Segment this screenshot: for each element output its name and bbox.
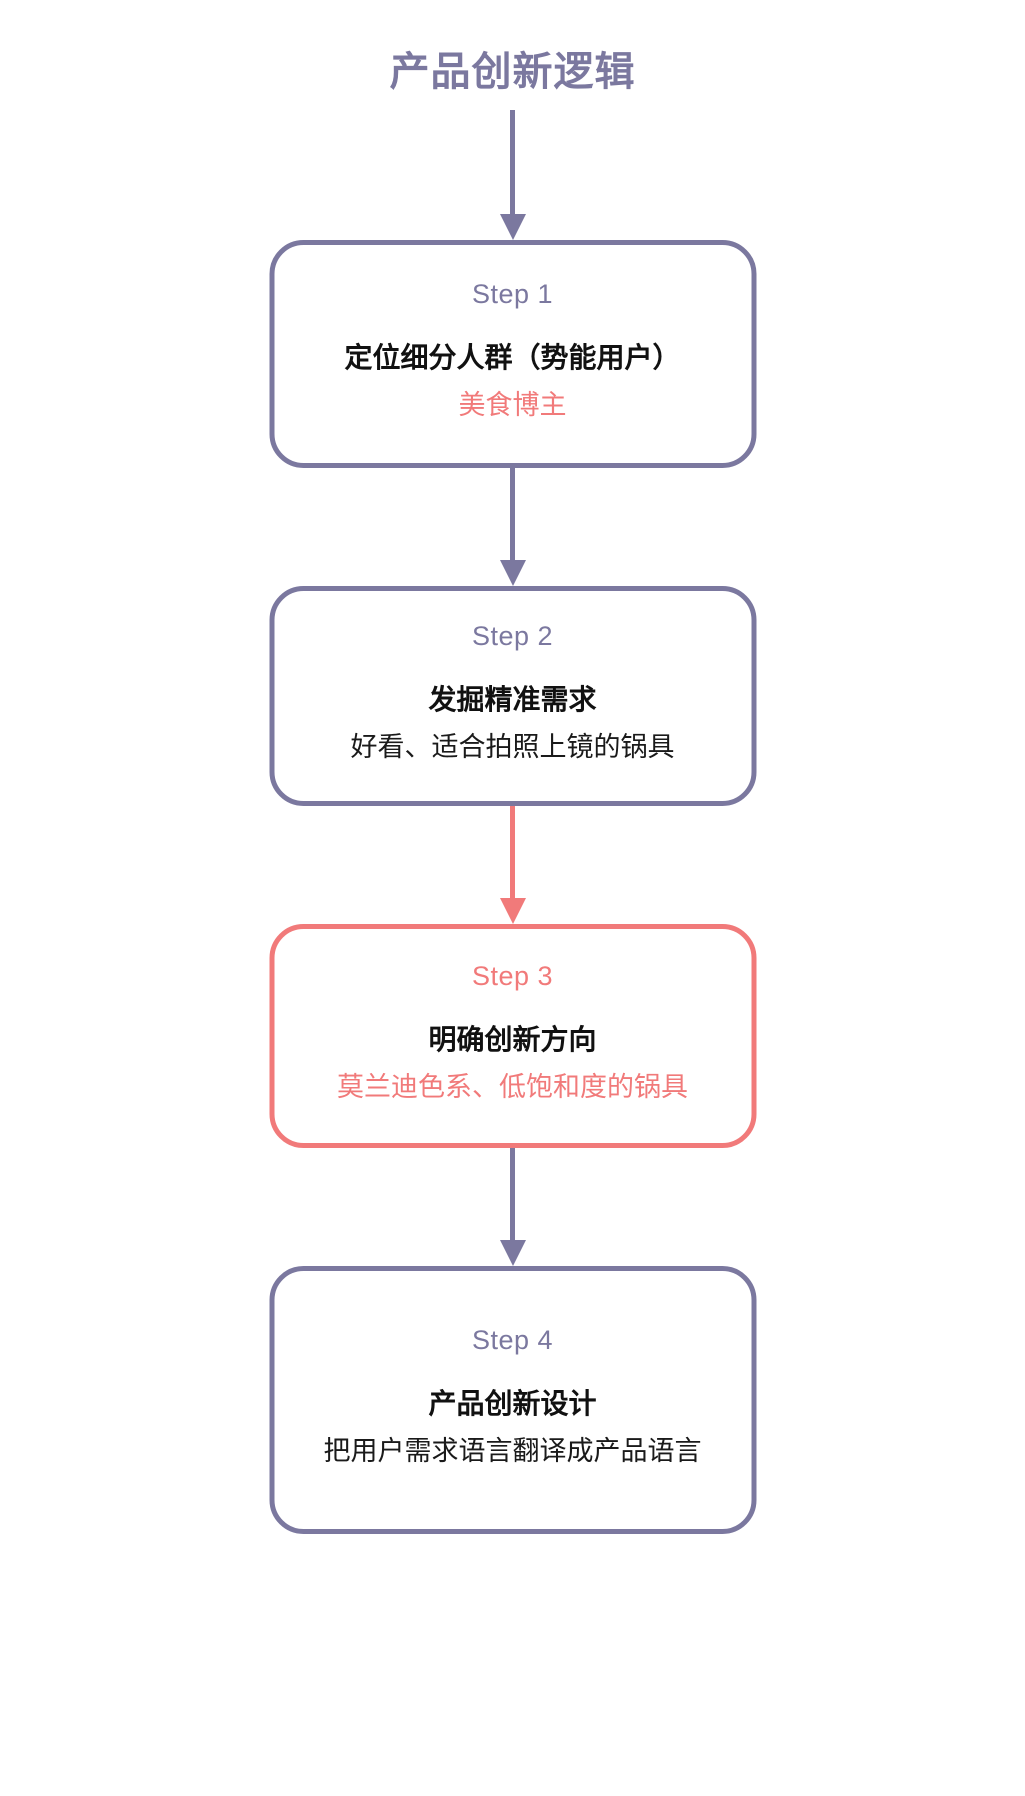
arrow-shaft (510, 110, 515, 214)
page-title: 产品创新逻辑 (389, 50, 636, 94)
arrow-shaft (510, 1148, 515, 1240)
arrow-head-icon (499, 1240, 526, 1266)
step-label-2: Step 2 (471, 620, 554, 651)
step-detail-3: 莫兰迪色系、低饱和度的锅具 (337, 1071, 688, 1102)
connector-step-2-to-step-3 (499, 806, 526, 924)
arrow-shaft (510, 468, 515, 560)
step-heading-3: 明确创新方向 (428, 1024, 597, 1055)
step-heading-2: 发掘精准需求 (428, 684, 597, 715)
step-box-3[interactable]: Step 3 明确创新方向 莫兰迪色系、低饱和度的锅具 (269, 924, 756, 1148)
arrow-shaft (510, 806, 515, 898)
step-heading-1: 定位细分人群（势能用户） (344, 342, 681, 373)
step-box-4[interactable]: Step 4 产品创新设计 把用户需求语言翻译成产品语言 (269, 1266, 756, 1534)
step-label-3: Step 3 (471, 960, 554, 991)
arrow-head-icon (499, 898, 526, 924)
arrow-head-icon (499, 214, 526, 240)
step-label-1: Step 1 (471, 278, 554, 309)
connector-step-3-to-step-4 (499, 1148, 526, 1266)
step-box-1[interactable]: Step 1 定位细分人群（势能用户） 美食博主 (269, 240, 756, 468)
step-box-2[interactable]: Step 2 发掘精准需求 好看、适合拍照上镜的锅具 (269, 586, 756, 806)
connector-title-to-step-1 (499, 110, 526, 240)
step-detail-1: 美食博主 (458, 389, 567, 420)
step-detail-4: 把用户需求语言翻译成产品语言 (323, 1435, 702, 1466)
arrow-head-icon (499, 560, 526, 586)
step-heading-4: 产品创新设计 (428, 1388, 597, 1419)
connector-step-1-to-step-2 (499, 468, 526, 586)
step-detail-2: 好看、适合拍照上镜的锅具 (350, 731, 675, 762)
step-label-4: Step 4 (471, 1324, 554, 1355)
